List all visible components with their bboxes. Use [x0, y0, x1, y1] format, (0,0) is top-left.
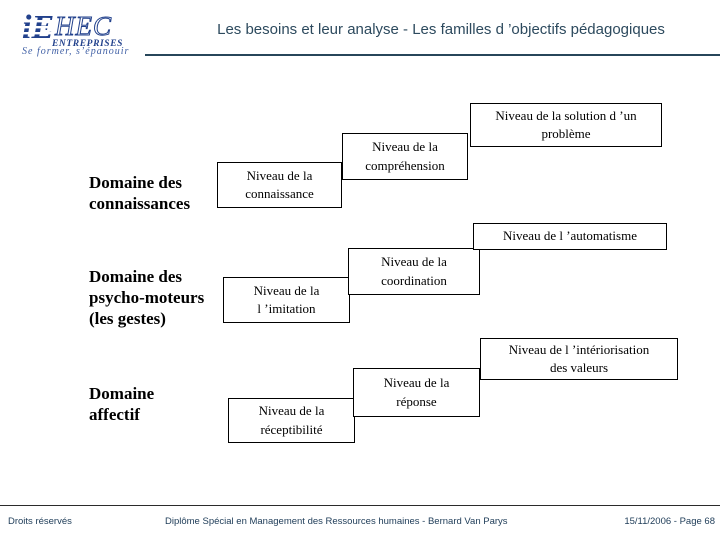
level-box-comprehension: Niveau de la compréhension: [342, 133, 468, 180]
footer-course-author: Diplôme Spécial en Management des Ressou…: [165, 516, 508, 527]
domain-label-connaissances: Domaine des connaissances: [89, 173, 191, 214]
footer-rights: Droits réservés: [8, 516, 72, 527]
domain-label-psycho-moteurs: Domaine des psycho-moteurs (les gestes): [89, 267, 205, 329]
level-box-automatisme: Niveau de l ’automatisme: [473, 223, 667, 250]
logo-subname: ENTREPRISES: [51, 39, 123, 48]
level-box-connaissance: Niveau de la connaissance: [217, 162, 342, 208]
logo-tagline: Se former, s’épanouir: [22, 46, 130, 57]
level-box-reponse: Niveau de la réponse: [353, 368, 480, 417]
footer-date-page: 15/11/2006 - Page 68: [624, 516, 715, 527]
logo-graphic: iE HEC ENTREPRISES: [22, 9, 123, 48]
page-title: Les besoins et leur analyse - Les famill…: [217, 21, 665, 38]
hec-entreprises-logo: iE HEC ENTREPRISES Se former, s’épanouir: [22, 8, 142, 60]
footer-divider: [0, 505, 720, 506]
header-divider: [145, 54, 720, 56]
level-box-interiorisation-valeurs: Niveau de l ’intériorisation des valeurs: [480, 338, 678, 380]
logo-name: HEC: [54, 11, 112, 41]
level-box-coordination: Niveau de la coordination: [348, 248, 480, 295]
logo-stripes-icon: [22, 20, 59, 35]
level-box-solution-probleme: Niveau de la solution d ’un problème: [470, 103, 662, 147]
level-box-receptibilite: Niveau de la réceptibilité: [228, 398, 355, 443]
level-box-imitation: Niveau de la l ’imitation: [223, 277, 350, 323]
domain-label-affectif: Domaine affectif: [89, 384, 155, 425]
